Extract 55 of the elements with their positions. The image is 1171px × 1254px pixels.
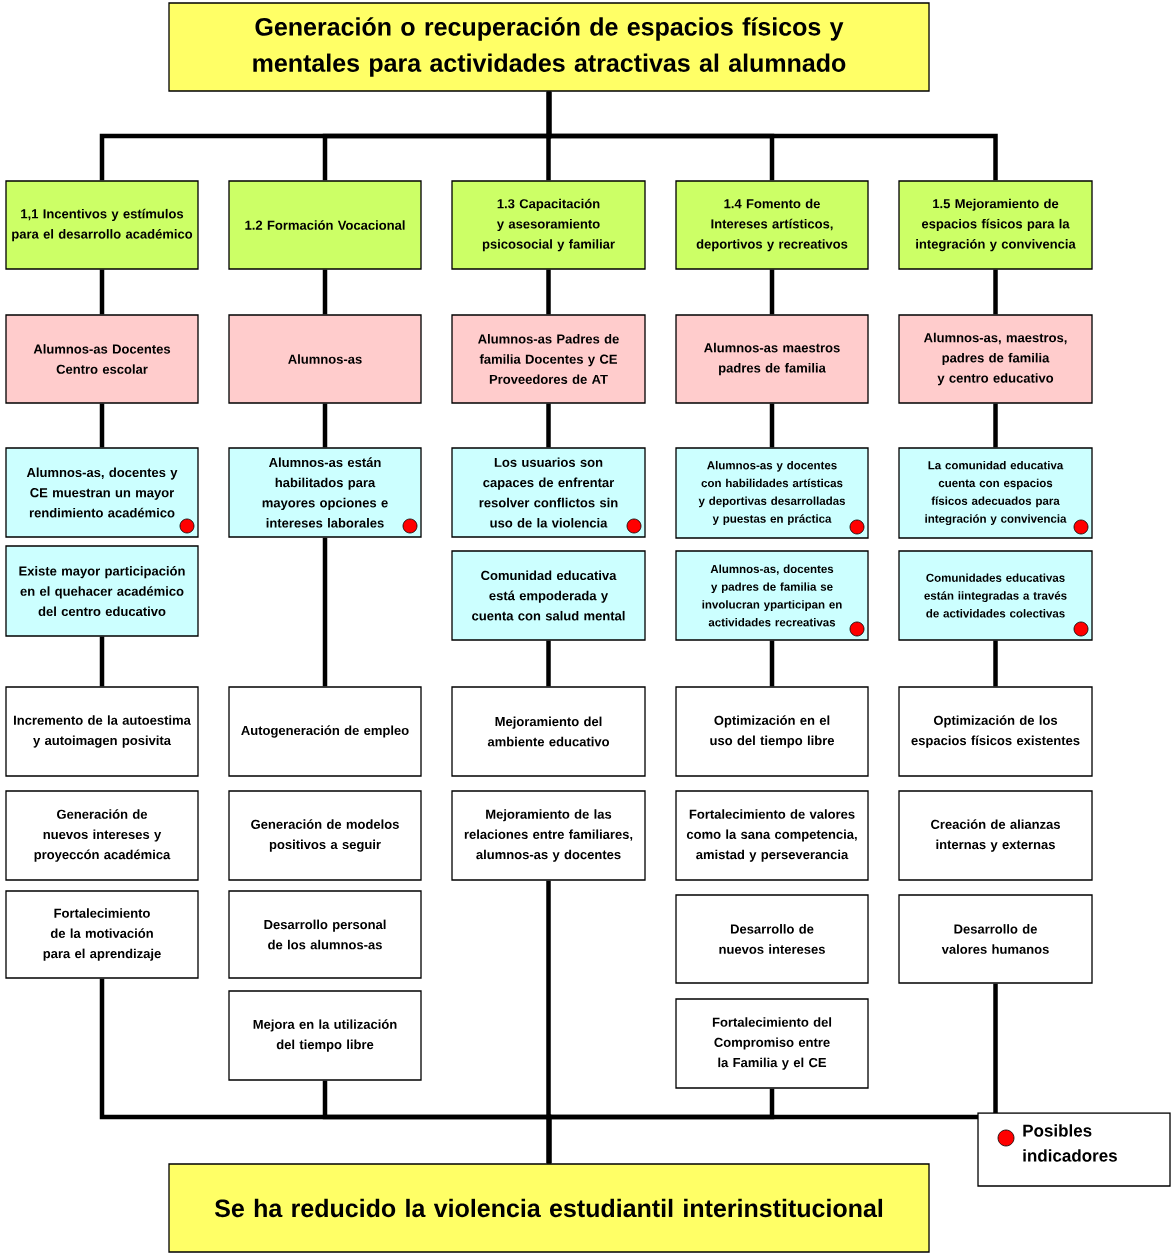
result-box: Comunidades educativas están iintegradas a través de actividades colectivas: [898, 550, 1093, 641]
connector-line: [769, 269, 775, 315]
connector-line: [322, 403, 328, 448]
effect-box: Fortalecimiento de valores como la sana competencia, amistad y perseverancia: [675, 790, 869, 881]
result-box: Comunidad educativa está empoderada y cuenta con salud mental: [451, 550, 646, 641]
effect-box: Mejora en la utilización del tiempo libre: [228, 990, 422, 1081]
component-box: 1.4 Fomento de Intereses artísticos, deportivos y recreativos: [675, 180, 869, 270]
effect-box: Autogeneración de empleo: [228, 686, 422, 777]
connector-line: [322, 269, 328, 315]
connector-line: [993, 403, 998, 448]
effect-box: Fortalecimiento de la motivación para el aprendizaje: [5, 890, 199, 979]
effect-box: Generación de nuevos intereses y proyeccón académica: [5, 790, 199, 881]
connector-line: [993, 640, 998, 687]
connector-line: [546, 983, 998, 1164]
effect-box: Fortalecimiento del Compromiso entre la Familia y el CE: [675, 998, 869, 1089]
beneficiary-box: Alumnos-as maestros padres de familia: [675, 314, 869, 404]
component-box: 1.3 Capacitación y asesoramiento psicosocial y familiar: [451, 180, 646, 270]
effect-box: Incremento de la autoestima y autoimagen posivita: [5, 686, 199, 777]
effect-box: Mejoramiento de las relaciones entre familiares, alumnos-as y docentes: [451, 790, 646, 881]
connector-line: [546, 269, 551, 315]
beneficiary-box: Alumnos-as Padres de familia Docentes y CE Proveedores de AT: [451, 314, 646, 404]
result-box: Alumnos-as, docentes y CE muestran un mayor rendimiento académico: [5, 447, 199, 538]
connector-line: [769, 403, 775, 448]
effect-box: Desarrollo de nuevos intereses: [675, 894, 869, 984]
connector-line: [546, 640, 551, 687]
connector-line: [99, 403, 105, 448]
component-box: 1.2 Formación Vocacional: [228, 180, 422, 270]
heading-box: Se ha reducido la violencia estudiantil interinstitucional: [168, 1163, 930, 1253]
connector-line: [99, 636, 105, 687]
beneficiary-box: Alumnos-as, maestros, padres de familia y centro educativo: [898, 314, 1093, 404]
beneficiary-box: Alumnos-as: [228, 314, 422, 404]
effect-box: Desarrollo de valores humanos: [898, 894, 1093, 984]
connector-line: [993, 269, 998, 315]
effect-box: Optimización en el uso del tiempo libre: [675, 686, 869, 777]
result-box: Existe mayor participación en el quehacer académico del centro educativo: [5, 545, 199, 637]
result-box: Alumnos-as, docentes y padres de familia se involucran yparticipan en actividades recreativas: [675, 550, 869, 641]
effect-box: Desarrollo personal de los alumnos-as: [228, 890, 422, 979]
result-box: Alumnos-as y docentes con habilidades artísticas y deportivas desarrolladas y puestas en práctica: [675, 447, 869, 539]
component-box: 1,1 Incentivos y estímulos para el desarrollo académico: [5, 180, 199, 270]
legend-text: Posibles indicadores: [1023, 1124, 1117, 1162]
effect-box: Generación de modelos positivos a seguir: [228, 790, 422, 881]
component-box: 1.5 Mejoramiento de espacios físicos para la integración y convivencia: [898, 180, 1093, 270]
connector-line: [546, 403, 551, 448]
effect-box: Creación de alianzas internas y externas: [898, 790, 1093, 881]
result-box: Alumnos-as están habilitados para mayores opciones e intereses laborales: [228, 447, 422, 538]
effect-box: Mejoramiento del ambiente educativo: [451, 686, 646, 777]
connector-line: [322, 537, 328, 687]
result-box: La comunidad educativa cuenta con espacios físicos adecuados para integración y convivencia: [898, 447, 1093, 539]
connector-line: [99, 269, 105, 315]
effect-box: Optimización de los espacios físicos existentes: [898, 686, 1093, 777]
heading-box: Generación o recuperación de espacios físicos y mentales para actividades atractivas al alumnado: [168, 2, 930, 92]
beneficiary-box: Alumnos-as Docentes Centro escolar: [5, 314, 199, 404]
result-box: Los usuarios son capaces de enfrentar resolver conflictos sin uso de la violencia: [451, 447, 646, 538]
connector-line: [546, 91, 998, 181]
connector-line: [769, 640, 775, 687]
